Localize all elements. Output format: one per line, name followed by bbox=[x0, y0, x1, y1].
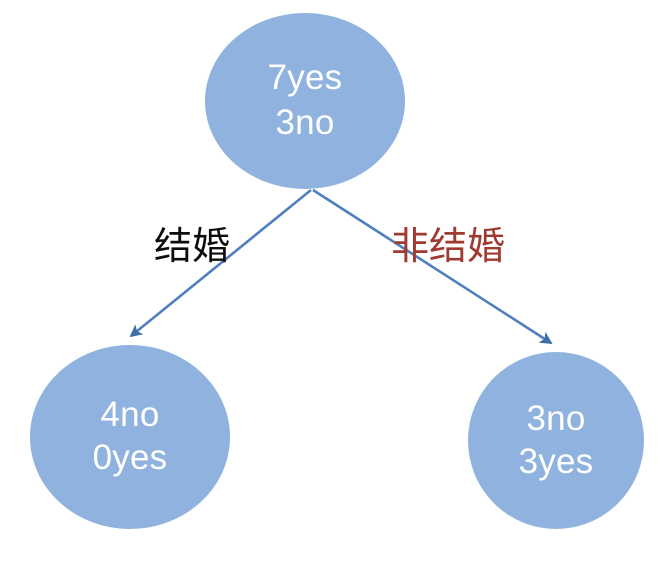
tree-node-left-leaf[interactable]: 4no 0yes bbox=[30, 345, 230, 529]
node-root-line-1: 7yes bbox=[267, 58, 343, 98]
node-right-line-1: 3no bbox=[526, 398, 586, 438]
node-left-line-1: 4no bbox=[100, 395, 160, 435]
edge-label-not-married: 非结婚 bbox=[391, 226, 506, 268]
node-left-line-2: 0yes bbox=[92, 438, 168, 477]
node-root-line-2: 3no bbox=[275, 103, 335, 142]
tree-node-right-leaf[interactable]: 3no 3yes bbox=[468, 352, 644, 529]
node-right-line-2: 3yes bbox=[518, 441, 594, 481]
edge-label-married: 结婚 bbox=[154, 226, 231, 268]
tree-node-root[interactable]: 7yes 3no bbox=[205, 13, 405, 189]
